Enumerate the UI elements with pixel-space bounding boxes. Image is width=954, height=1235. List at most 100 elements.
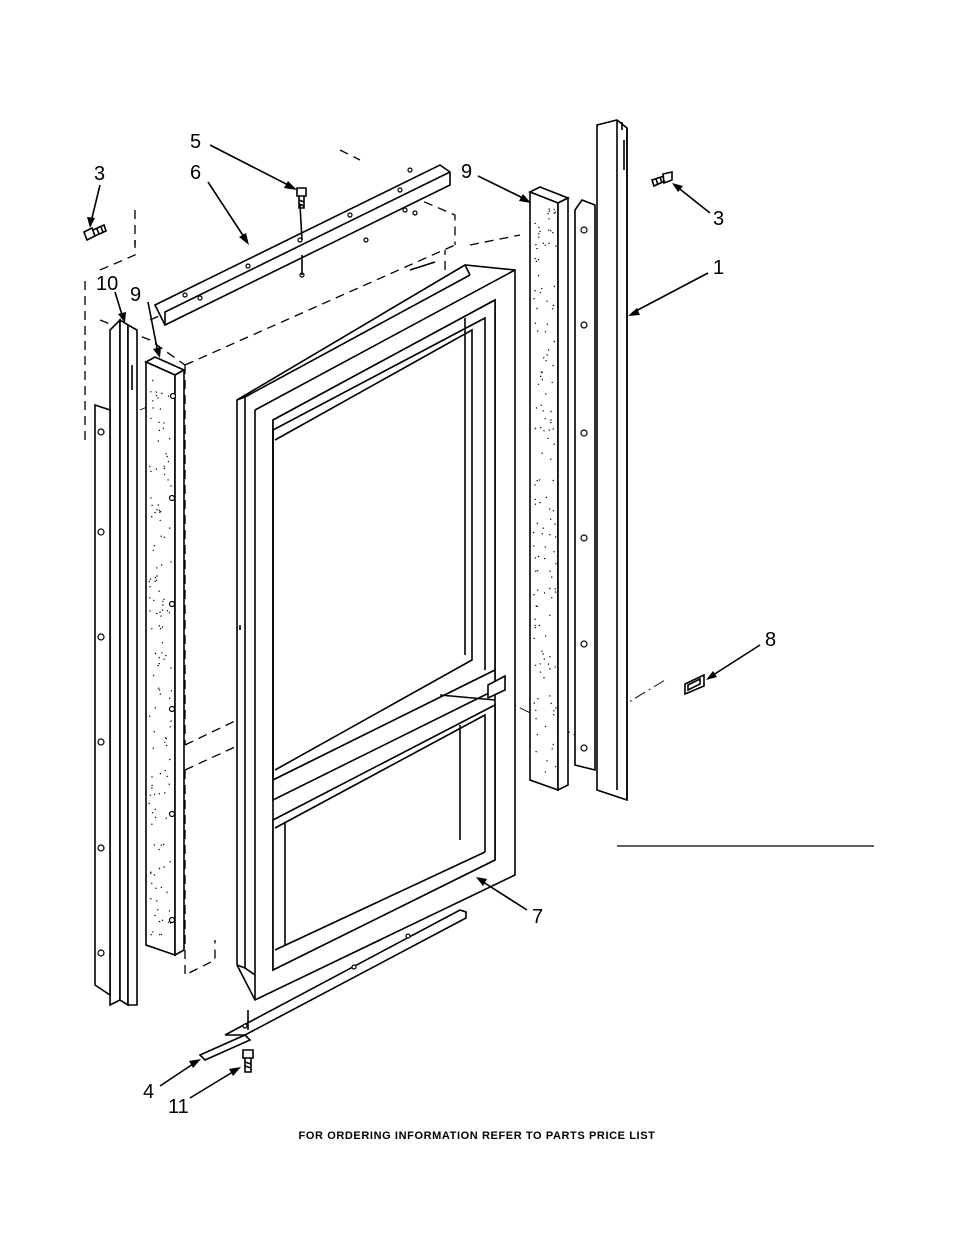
foam-speck	[160, 408, 161, 409]
foam-speck	[150, 873, 151, 874]
foam-speck	[161, 934, 162, 935]
foam-speck	[152, 812, 153, 813]
foam-speck	[150, 418, 151, 419]
foam-speck	[155, 577, 156, 578]
callout-9-right: 9	[461, 161, 472, 183]
foam-speck	[534, 702, 535, 703]
foam-speck	[159, 793, 160, 794]
foam-speck	[169, 527, 170, 528]
foam-speck	[538, 275, 539, 276]
foam-speck	[161, 887, 162, 888]
foam-speck	[150, 898, 151, 899]
foam-speck	[537, 734, 538, 735]
foam-speck	[151, 785, 152, 786]
foam-speck	[538, 384, 539, 385]
hinge-screw	[297, 188, 306, 208]
foam-speck	[156, 509, 157, 510]
foam-speck	[534, 298, 535, 299]
foam-speck	[540, 427, 541, 428]
foam-speck	[535, 258, 536, 259]
foam-speck	[542, 653, 543, 654]
foam-speck	[549, 668, 550, 669]
callout-3-right: 3	[713, 208, 724, 230]
foam-speck	[154, 512, 155, 513]
foam-speck	[553, 714, 554, 715]
foam-speck	[164, 474, 165, 475]
foam-speck	[551, 597, 552, 598]
foam-speck	[553, 365, 554, 366]
foam-speck	[170, 485, 171, 486]
foam-speck	[555, 766, 556, 767]
foam-speck	[161, 845, 162, 846]
door-frame	[237, 265, 515, 1000]
foam-speck	[158, 849, 159, 850]
callout-9-left: 9	[130, 284, 141, 306]
foam-speck	[161, 536, 162, 537]
foam-speck	[550, 519, 551, 520]
foam-speck	[548, 349, 549, 350]
foam-speck	[169, 784, 170, 785]
left-foam-strip	[146, 357, 184, 955]
foam-speck	[154, 794, 155, 795]
foam-speck	[159, 612, 160, 613]
foam-speck	[158, 665, 159, 666]
foam-speck	[162, 642, 163, 643]
foam-speck	[542, 453, 543, 454]
foam-speck	[159, 868, 160, 869]
left-screw	[84, 225, 106, 240]
callout-8: 8	[765, 629, 776, 651]
foam-speck	[540, 671, 541, 672]
foam-speck	[158, 504, 159, 505]
foam-speck	[156, 391, 157, 392]
foam-speck	[158, 657, 159, 658]
foam-speck	[159, 430, 160, 431]
foam-speck	[150, 872, 151, 873]
foam-speck	[167, 610, 168, 611]
foam-speck	[543, 430, 544, 431]
foam-speck	[537, 590, 538, 591]
foam-speck	[163, 599, 164, 600]
foam-speck	[158, 591, 159, 592]
left-door-trim	[95, 320, 137, 1005]
foam-speck	[540, 376, 541, 377]
foam-speck	[550, 419, 551, 420]
foam-speck	[539, 663, 540, 664]
foam-speck	[545, 418, 546, 419]
foam-speck	[542, 379, 543, 380]
foam-speck	[161, 564, 162, 565]
foam-speck	[150, 471, 151, 472]
foam-speck	[555, 591, 556, 592]
right-door-trim	[597, 120, 627, 800]
foam-speck	[151, 787, 152, 788]
foam-speck	[158, 688, 159, 689]
foam-speck	[554, 444, 555, 445]
clip-part	[488, 675, 704, 698]
foam-speck	[149, 803, 150, 804]
callout-7: 7	[532, 906, 543, 928]
foam-speck	[159, 625, 160, 626]
foam-speck	[536, 248, 537, 249]
foam-speck	[538, 227, 539, 228]
foam-speck	[553, 428, 554, 429]
foam-speck	[534, 290, 535, 291]
foam-speck	[545, 726, 546, 727]
foam-speck	[550, 422, 551, 423]
foam-speck	[155, 653, 156, 654]
foam-speck	[154, 731, 155, 732]
foam-speck	[166, 818, 167, 819]
foam-speck	[554, 286, 555, 287]
foam-speck	[549, 429, 550, 430]
callout-5: 5	[190, 131, 201, 153]
foam-speck	[535, 710, 536, 711]
foam-speck	[155, 809, 156, 810]
foam-speck	[552, 308, 553, 309]
foam-speck	[153, 550, 154, 551]
foam-speck	[154, 545, 155, 546]
foam-speck	[549, 695, 550, 696]
foam-speck	[533, 532, 534, 533]
foam-speck	[162, 920, 163, 921]
foam-speck	[171, 690, 172, 691]
foam-speck	[153, 675, 154, 676]
foam-speck	[553, 480, 554, 481]
foam-speck	[548, 243, 549, 244]
